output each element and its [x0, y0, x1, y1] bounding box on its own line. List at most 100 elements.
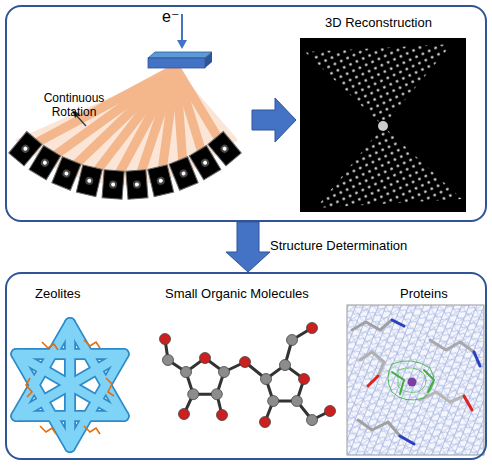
frame-rect [148, 165, 174, 197]
carbon-atom [291, 396, 302, 407]
diffraction-wedge [15, 68, 238, 185]
panel-label: e⁻ [162, 7, 192, 26]
frame-spot [87, 178, 92, 183]
reconstruction-image [300, 38, 466, 212]
residue-stick [420, 392, 464, 402]
frame-spot [181, 171, 186, 176]
protein-panel [347, 305, 484, 455]
crystal-top [148, 52, 212, 58]
carbon-atom [268, 396, 279, 407]
frame-glow [39, 157, 50, 168]
oxygen-atom [160, 334, 171, 345]
framework-bar [16, 354, 123, 416]
oxygen-atom [299, 374, 310, 385]
guest-molecule [84, 426, 100, 434]
frame-spot [111, 182, 115, 186]
framework-fill [16, 323, 123, 447]
carbon-atom [219, 367, 230, 378]
density-mesh [347, 305, 484, 455]
panel-label: Continuous Rotation [37, 91, 111, 120]
frame-spot [202, 160, 207, 165]
guest-molecule [26, 378, 32, 397]
carbon-atom [188, 389, 199, 400]
panel-box: e⁻ Continuous Rotation 3D Reconstruction [5, 5, 487, 222]
residue-stick [368, 376, 378, 386]
guest-molecule [40, 426, 56, 434]
frame-glow [156, 176, 166, 186]
zeolite-framework [16, 323, 123, 447]
residue-stick [464, 396, 472, 410]
oxygen-atom [200, 353, 211, 364]
crystal-front [148, 58, 205, 68]
frame [126, 170, 148, 199]
carbon-atom [211, 389, 222, 400]
oxygen-atom [179, 409, 190, 420]
panel-label: Proteins [400, 286, 485, 302]
protein-density [347, 305, 484, 455]
molecule-bonds [165, 328, 330, 422]
electron-beam [181, 14, 183, 42]
oxygen-atom [240, 357, 251, 368]
frame [76, 165, 102, 197]
beam-arrowhead [177, 40, 187, 49]
frame-glow [109, 180, 118, 189]
frame-rect [76, 165, 102, 197]
frame-spot [135, 182, 139, 186]
carbon-atom [163, 355, 174, 366]
frame [208, 132, 241, 166]
central-beam [378, 121, 388, 131]
frame-spot [222, 146, 228, 152]
frame-glow [178, 168, 188, 178]
process-arrow [252, 98, 296, 142]
ligand-density [398, 368, 426, 393]
molecule-atoms [160, 323, 336, 428]
guest-molecule [42, 342, 58, 350]
frame-glow [133, 180, 142, 189]
oxygen-atom [217, 410, 228, 421]
frame-glow [61, 168, 71, 178]
carbon-atom [280, 360, 291, 371]
oxygen-atom [325, 406, 336, 417]
frame-glow [20, 143, 31, 154]
framework-outline [16, 323, 123, 447]
carbon-atom [287, 335, 298, 346]
metal-ion [408, 378, 417, 387]
frame-rect [102, 170, 124, 199]
frame [52, 157, 81, 190]
frame-glow [219, 143, 230, 154]
carbon-atom [307, 415, 318, 426]
residue-stick [400, 436, 414, 444]
panel-label: Zeolites [35, 286, 125, 302]
detector-frames [9, 132, 242, 200]
frame-glow [84, 176, 94, 186]
frame [102, 170, 124, 199]
guest-molecules [26, 340, 114, 434]
diffraction-rays [25, 68, 224, 185]
panel-label: Small Organic Molecules [165, 286, 340, 302]
frame-spot [158, 178, 163, 183]
guest-molecule [106, 378, 114, 396]
oxygen-atom [307, 323, 318, 334]
carbon-atom [261, 374, 272, 385]
framework-bar [16, 354, 123, 416]
frame-spot [64, 171, 69, 176]
block-arrow [226, 222, 270, 272]
frame-spot [42, 160, 47, 165]
crystal-side [205, 52, 212, 68]
frame-rect [208, 132, 241, 166]
guest-molecule [84, 340, 100, 348]
density-mesh [347, 305, 484, 455]
panel-label: 3D Reconstruction [325, 15, 470, 31]
frame-rect [126, 170, 148, 199]
panel-box: Zeolites Small Organic Molecules Proteins [5, 272, 487, 460]
frame [148, 165, 174, 197]
frame-glow [200, 157, 211, 168]
residue-stick [430, 340, 474, 352]
residue-stick [360, 352, 384, 376]
protein-sticks [352, 320, 480, 444]
residue-stick [358, 420, 400, 436]
